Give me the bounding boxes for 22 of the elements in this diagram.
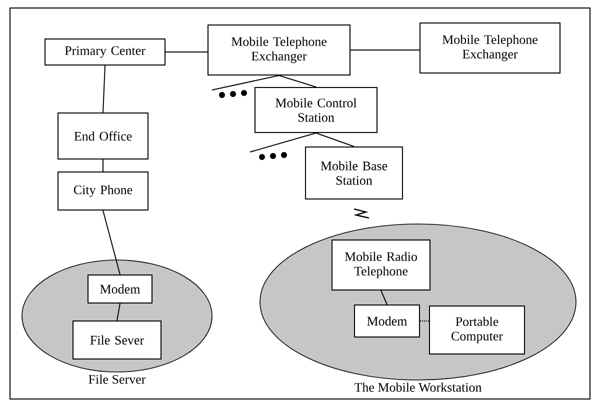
- connector-line: [102, 210, 120, 275]
- connector-line: [380, 290, 388, 305]
- node-label: The Mobile Workstation: [354, 382, 482, 392]
- node-label: File Server: [88, 374, 146, 384]
- process-box: Modem: [88, 274, 152, 304]
- connector-line: [102, 65, 106, 113]
- connector-line: [420, 320, 430, 322]
- process-box: Mobile Control Station: [254, 87, 378, 133]
- process-box: Portable Computer: [429, 306, 525, 354]
- process-box: Mobile Telephone Exchanger: [420, 22, 560, 74]
- process-box: File Sever: [72, 320, 162, 360]
- connector-line: [102, 159, 104, 172]
- process-box: Modem: [354, 304, 420, 338]
- process-box: End Office: [58, 112, 148, 160]
- process-box: Primary Center: [44, 38, 166, 66]
- connector-line: [212, 75, 280, 90]
- connector-line: [250, 132, 316, 152]
- connector-line: [116, 303, 120, 321]
- process-box: Mobile Radio Telephone: [332, 240, 430, 290]
- process-box: City Phone: [58, 172, 148, 210]
- process-box: Mobile Telephone Exchanger: [208, 24, 350, 76]
- process-box: Mobile Base Station: [305, 146, 403, 200]
